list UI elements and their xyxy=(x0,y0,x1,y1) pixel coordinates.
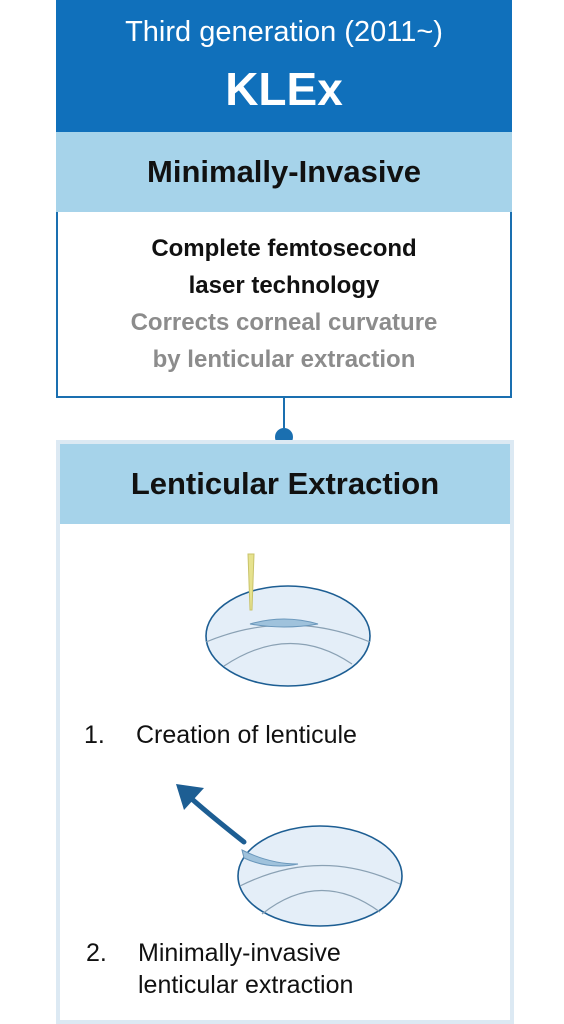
step-2-text-line-2: lenticular extraction xyxy=(138,971,354,999)
panel-title: Lenticular Extraction xyxy=(60,444,510,524)
description-line-4: by lenticular extraction xyxy=(152,346,416,373)
extraction-panel: Lenticular Extraction 1. Creation of len… xyxy=(56,440,514,1024)
connector-line xyxy=(283,398,285,428)
header-subtitle: Third generation (2011~) xyxy=(125,16,443,48)
lenticule-creation-illustration xyxy=(205,553,371,687)
description-line-3: Corrects corneal curvature xyxy=(130,309,438,336)
category-band: Minimally-Invasive xyxy=(56,132,512,212)
step-1-number: 1. xyxy=(84,721,105,749)
description-box: Complete femtosecond laser technology Co… xyxy=(56,212,512,398)
step-2-text-line-1: Minimally-invasive xyxy=(138,939,341,967)
description-line-1: Complete femtosecond xyxy=(151,235,417,262)
step-2-number: 2. xyxy=(86,939,107,967)
header-title: KLEx xyxy=(225,63,343,115)
step-1-text: Creation of lenticule xyxy=(136,721,357,749)
description-line-2: laser technology xyxy=(188,272,380,299)
header-banner: Third generation (2011~) KLEx xyxy=(56,0,512,132)
lenticule-extraction-illustration xyxy=(176,784,403,927)
